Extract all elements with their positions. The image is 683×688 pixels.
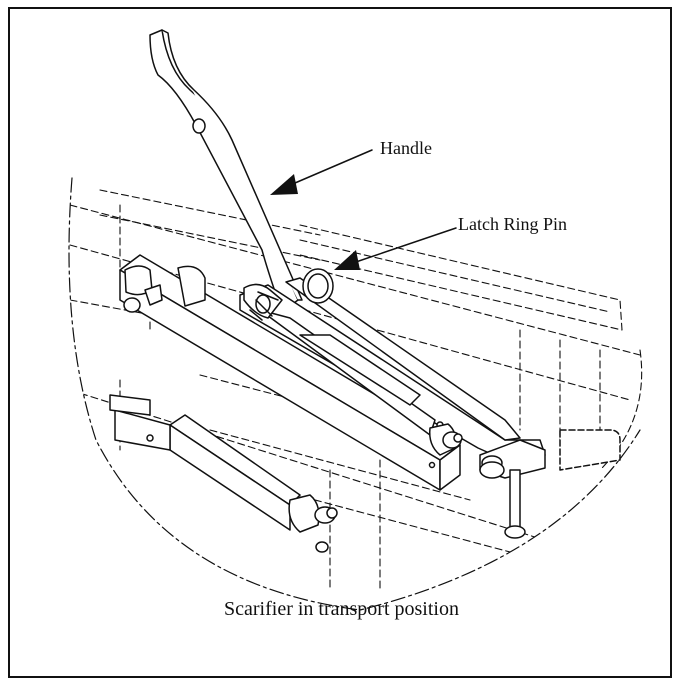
detail-boundary bbox=[68, 177, 641, 611]
left-hardware bbox=[123, 265, 206, 313]
handle-part bbox=[149, 29, 303, 313]
linkage bbox=[259, 309, 436, 436]
figure-caption: Scarifier in transport position bbox=[224, 598, 459, 620]
lower-arm bbox=[109, 394, 301, 531]
pin-assemblies bbox=[288, 423, 463, 553]
handle-callout: Handle bbox=[380, 138, 432, 158]
end-plate bbox=[559, 429, 621, 471]
main-beam bbox=[119, 254, 461, 491]
handle-arrowhead bbox=[270, 174, 298, 195]
latch-arrowhead bbox=[334, 250, 360, 270]
end-clamp bbox=[479, 439, 546, 539]
handle-base-hardware bbox=[243, 268, 334, 321]
latch-ring-pin-callout: Latch Ring Pin bbox=[458, 214, 567, 234]
pointer-arrows bbox=[287, 149, 457, 265]
